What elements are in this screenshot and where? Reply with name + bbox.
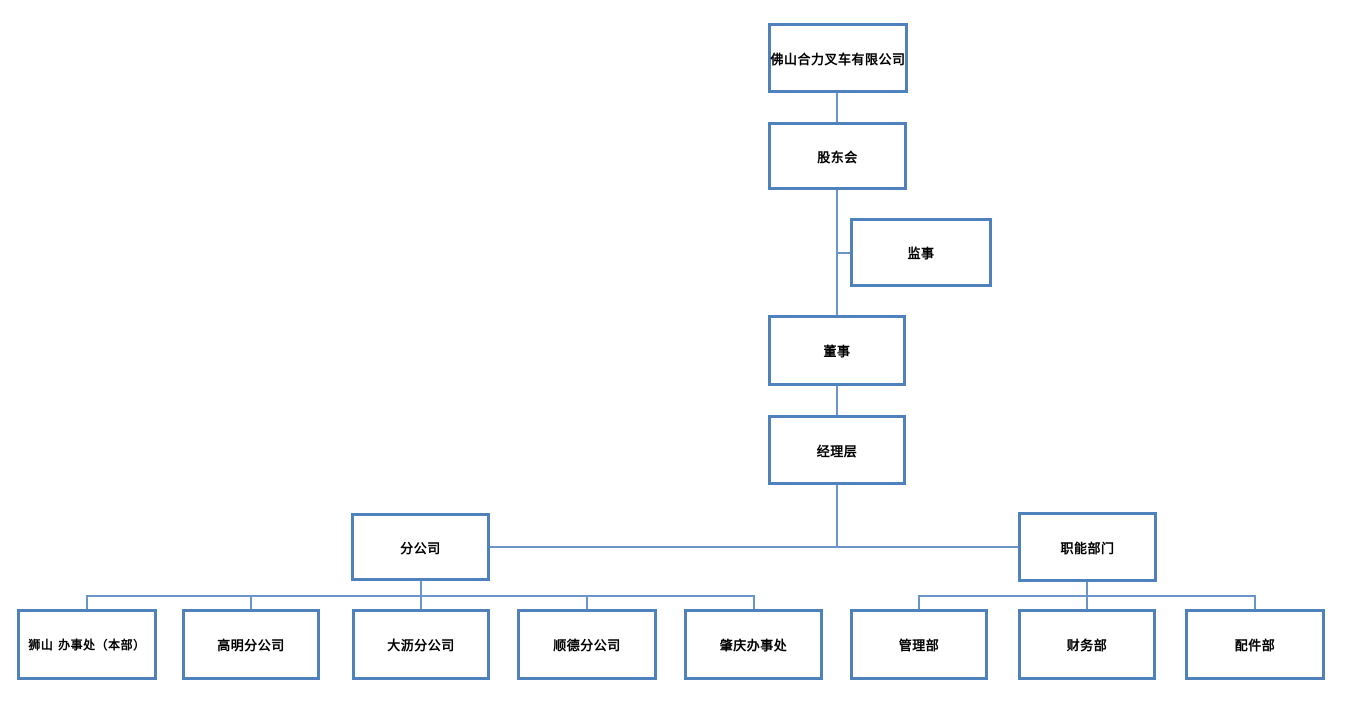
connector-management-down (836, 485, 838, 548)
org-node-admin-dept-label: 管理部 (898, 639, 940, 654)
org-node-shishan-office-label: 狮山 办事处（本部） (28, 638, 146, 652)
connector-stub-dali (420, 595, 422, 609)
org-node-supervisor: 监事 (850, 218, 992, 287)
org-node-dali-branch-label: 大沥分公司 (387, 639, 455, 654)
org-node-finance-dept: 财务部 (1018, 609, 1156, 680)
connector-stub-parts (1254, 595, 1256, 609)
org-node-functional-label: 职能部门 (1060, 541, 1115, 557)
org-node-parts-dept: 配件部 (1185, 609, 1325, 680)
connector-functional-down (1086, 582, 1088, 597)
org-node-branches: 分公司 (351, 513, 490, 581)
org-node-shareholders-label: 股东会 (817, 150, 858, 166)
org-node-director: 董事 (768, 315, 906, 386)
org-node-supervisor-label: 监事 (907, 247, 935, 262)
org-node-company: 佛山合力叉车有限公司 (768, 23, 908, 93)
org-node-gaoming-branch: 高明分公司 (182, 609, 320, 680)
org-node-director-label: 董事 (823, 345, 851, 360)
connector-company-shareholders (836, 93, 838, 122)
org-node-admin-dept: 管理部 (850, 609, 988, 680)
org-node-management: 经理层 (768, 415, 906, 485)
connector-mid-rail (490, 546, 1018, 548)
connector-stub-shunde (586, 595, 588, 609)
connector-stub-zhaoqing (753, 595, 755, 609)
org-node-shunde-branch-label: 顺德分公司 (553, 639, 621, 654)
org-node-management-label: 经理层 (816, 444, 858, 460)
org-node-dali-branch: 大沥分公司 (352, 609, 490, 680)
org-node-shishan-office: 狮山 办事处（本部） (17, 609, 157, 680)
org-node-gaoming-branch-label: 高明分公司 (217, 639, 285, 654)
connector-spur-supervisor (838, 252, 850, 254)
org-node-finance-dept-label: 财务部 (1066, 639, 1108, 654)
org-node-company-label: 佛山合力叉车有限公司 (770, 52, 906, 68)
connector-director-management (836, 386, 838, 415)
org-node-zhaoqing-office: 肇庆办事处 (684, 609, 823, 680)
org-node-zhaoqing-office-label: 肇庆办事处 (719, 639, 788, 654)
connector-shareholders-director (836, 190, 838, 315)
org-node-parts-dept-label: 配件部 (1234, 639, 1276, 654)
org-node-shunde-branch: 顺德分公司 (517, 609, 657, 680)
connector-stub-finance (1086, 595, 1088, 609)
connector-stub-admin (918, 595, 920, 609)
connector-stub-shishan (86, 595, 88, 609)
org-node-functional: 职能部门 (1018, 512, 1157, 582)
connector-branches-down (420, 581, 422, 597)
connector-stub-gaoming (250, 595, 252, 609)
org-node-shareholders: 股东会 (768, 122, 907, 190)
org-node-branches-label: 分公司 (400, 541, 441, 557)
